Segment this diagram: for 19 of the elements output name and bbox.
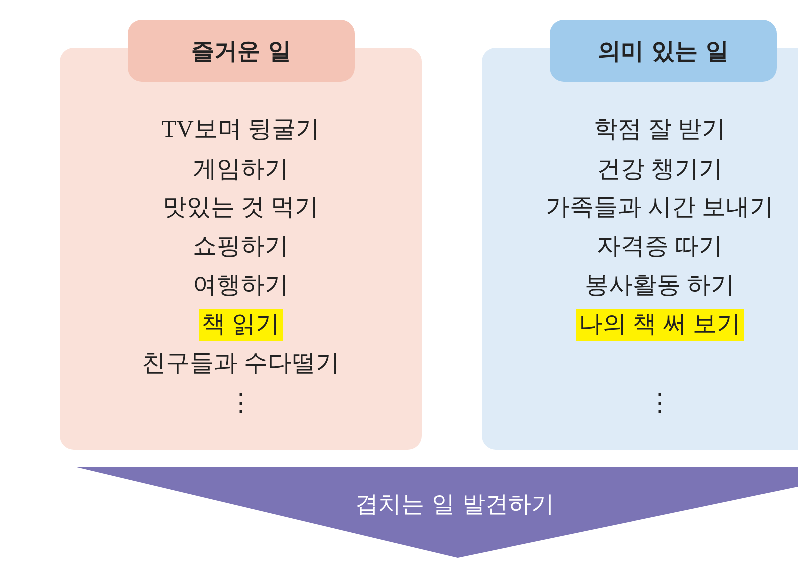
list-item: 건강 챙기기 [597,156,723,185]
ellipsis: ⋮ [648,390,672,419]
list-item: 친구들과 수다떨기 [142,350,340,379]
banner-text: 겹치는 일 발견하기 [356,491,554,520]
highlighted-item: 책 읽기 [199,309,283,341]
list-item: 쇼핑하기 [193,233,289,262]
ellipsis: ⋮ [229,390,253,419]
list-item: 학점 잘 받기 [594,116,726,145]
list-item: 자격증 따기 [597,233,723,262]
highlighted-item: 나의 책 써 보기 [576,309,744,341]
header-tab: 즐거운 일 [128,20,355,82]
list-item: 맛있는 것 먹기 [163,194,319,223]
arrow-banner [75,467,798,558]
list-item: 여행하기 [193,272,289,301]
list-item: 게임하기 [193,156,289,185]
list-item: TV보며 뒹굴기 [162,116,320,145]
list-item: 가족들과 시간 보내기 [546,194,774,223]
header-tab: 의미 있는 일 [550,20,777,82]
list-item: 봉사활동 하기 [585,272,735,301]
